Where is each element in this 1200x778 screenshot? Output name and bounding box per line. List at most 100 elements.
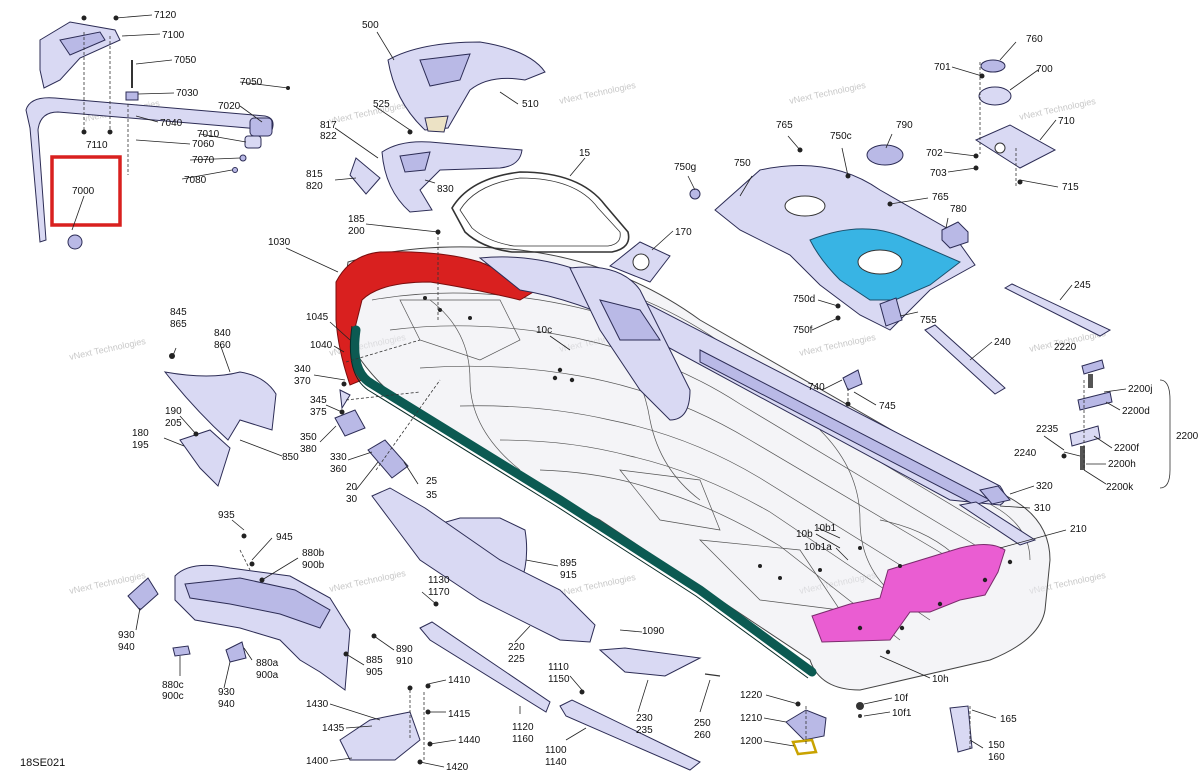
part-label: 2200d: [1122, 406, 1150, 417]
part-label: 1030: [268, 237, 291, 248]
mat-230: [598, 647, 702, 677]
bracket-1210: [785, 709, 827, 741]
part-label: 360: [330, 464, 347, 475]
part-label: 525: [373, 99, 390, 110]
part-label: 345: [310, 395, 327, 406]
part-label: 180: [132, 428, 149, 439]
part-label: 702: [926, 148, 943, 159]
part-label: 2240: [1014, 448, 1037, 459]
part-label: 1400: [306, 756, 329, 767]
part-label: 2200: [1176, 431, 1199, 442]
part-label: 880c: [162, 680, 184, 691]
part-label: 880a: [256, 658, 279, 669]
part-label: 1200: [740, 736, 763, 747]
highlight-box-7000: [50, 155, 122, 227]
bolt-marks: [423, 296, 1013, 655]
part-label: 205: [165, 418, 182, 429]
watermark-text: vNext Technologies: [558, 80, 637, 106]
tag-880c: [172, 645, 191, 657]
part-label: 7010: [197, 129, 220, 140]
bracket-930: [127, 577, 159, 611]
watermark-text: vNext Technologies: [328, 568, 407, 594]
part-label: 7030: [176, 88, 199, 99]
part-label: 375: [310, 407, 327, 418]
part-label: 915: [560, 570, 577, 581]
part-label: 1090: [642, 626, 665, 637]
part-label: 790: [896, 120, 913, 131]
part-label: 190: [165, 406, 182, 417]
part-label: 1100: [545, 745, 567, 756]
part-label: 10h: [932, 674, 949, 685]
part-label: 850: [282, 452, 299, 463]
part-label: 1415: [448, 709, 471, 720]
part-label: 7000: [72, 186, 95, 197]
hull-body: [335, 246, 1051, 691]
part-label: 740: [808, 382, 825, 393]
part-label: 750: [734, 158, 751, 169]
part-label: 260: [694, 730, 711, 741]
part-label: 210: [1070, 524, 1087, 535]
part-label: 7050: [174, 55, 197, 66]
part-label: 900a: [256, 670, 279, 681]
mat-220: [371, 487, 596, 643]
part-label: 905: [366, 667, 383, 678]
watermark-text: vNext Technologies: [68, 336, 147, 362]
part-label: 220: [508, 642, 525, 653]
strip-310: [958, 501, 1037, 546]
part-label: 1430: [306, 699, 329, 710]
part-label: 750c: [830, 131, 852, 142]
part-label: 7110: [86, 140, 108, 151]
grate-330: [367, 439, 409, 479]
part-label: 817: [320, 120, 337, 131]
part-label: 510: [522, 99, 539, 110]
trim-320: [979, 485, 1011, 505]
part-label: 1170: [428, 587, 450, 598]
part-label: 150: [988, 740, 1005, 751]
part-label: 940: [218, 699, 235, 710]
part-label: 1420: [446, 762, 469, 773]
part-label: 2200k: [1106, 482, 1134, 493]
part-label: 15: [579, 148, 591, 159]
part-label: 820: [306, 181, 323, 192]
part-label: 895: [560, 558, 577, 569]
part-label: 1120: [512, 722, 534, 733]
part-label: 860: [214, 340, 231, 351]
part-label: 945: [276, 532, 293, 543]
part-label: 703: [930, 168, 947, 179]
part-label: 350: [300, 432, 317, 443]
leader-lines: [71, 14, 1127, 768]
watermark-text: vNext Technologies: [328, 100, 407, 126]
part-label: 1410: [448, 675, 471, 686]
part-label: 1440: [458, 735, 481, 746]
strip-150: [949, 705, 973, 753]
part-label: 7070: [192, 155, 215, 166]
part-label: 910: [396, 656, 413, 667]
part-label: 185: [348, 214, 365, 225]
part-label: 900b: [302, 560, 325, 571]
part-label: 755: [920, 315, 937, 326]
part-label: 1160: [512, 734, 534, 745]
part-label: 1040: [310, 340, 333, 351]
part-label: 7020: [218, 101, 241, 112]
part-label: 830: [437, 184, 454, 195]
part-label: 750d: [793, 294, 815, 305]
part-label: 240: [994, 337, 1011, 348]
part-label: 822: [320, 131, 337, 142]
part-label: 930: [218, 687, 235, 698]
part-label: 865: [170, 319, 187, 330]
part-label: 7080: [184, 175, 207, 186]
part-label: 2200f: [1114, 443, 1139, 454]
part-label: 7040: [160, 118, 183, 129]
trim-1100: [559, 699, 701, 771]
part-label: 701: [934, 62, 951, 73]
part-label: 7120: [154, 10, 177, 21]
bracket-740: [842, 369, 863, 391]
part-label: 760: [1026, 34, 1043, 45]
part-label: 900c: [162, 691, 184, 702]
bracket-350: [334, 409, 366, 437]
part-label: 1150: [548, 674, 570, 685]
part-label: 745: [879, 401, 896, 412]
part-label: 1130: [428, 575, 450, 586]
strip-240: [924, 324, 1006, 395]
